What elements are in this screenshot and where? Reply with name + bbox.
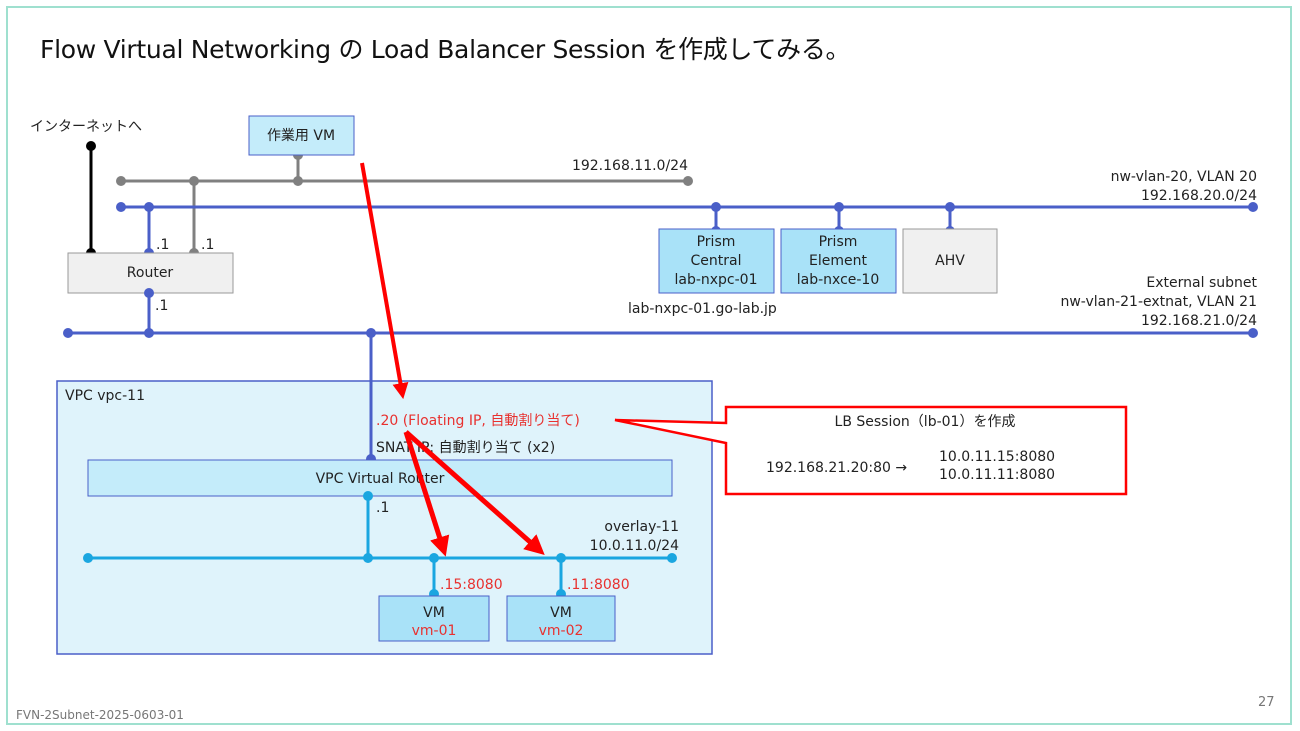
host-line: AHV (935, 253, 965, 269)
lb-callout-source: 192.168.21.20:80 → (766, 460, 907, 476)
host-line: Central (691, 253, 742, 269)
lb-callout-target: 10.0.11.15:8080 (939, 449, 1055, 465)
overlay-network-subnet: 10.0.11.0/24 (590, 538, 679, 554)
lb-callout-target: 10.0.11.11:8080 (939, 467, 1055, 483)
vm-name: vm-01 (412, 623, 457, 639)
work-vm-box[interactable] (248, 115, 355, 156)
host-prism-central[interactable]: Prism Central lab-nxpc-01 (658, 228, 775, 294)
vm-box-vm-01[interactable]: VM vm-01 (378, 595, 490, 642)
vpc-label: VPC vpc-11 (65, 388, 145, 404)
vm-ip-port: .15:8080 (440, 577, 503, 593)
vpc-virtual-router-box[interactable] (87, 459, 673, 497)
lb-session-callout (614, 405, 1128, 496)
overlay-network-name: overlay-11 (604, 519, 679, 535)
external-network-title: External subnet (1146, 275, 1257, 291)
vlan20-network-subnet: 192.168.20.0/24 (1141, 188, 1257, 204)
host-line: Prism (697, 234, 736, 250)
vm-type: VM (423, 605, 445, 621)
overlay-network-line (83, 491, 677, 599)
footer-document-id: FVN-2Subnet-2025-0603-01 (16, 708, 184, 722)
floating-ip-label: .20 (Floating IP, 自動割り当て) (376, 412, 580, 429)
host-ahv[interactable]: AHV (902, 228, 998, 294)
traffic-arrow-fip-to-vm-01 (403, 431, 450, 557)
internet-label: インターネットへ (30, 119, 142, 135)
vlan20-network-name: nw-vlan-20, VLAN 20 (1111, 169, 1257, 185)
mgmt-network-subnet: 192.168.11.0/24 (572, 158, 688, 174)
host-line: Prism (819, 234, 858, 250)
router-ip-mgmt: .1 (201, 237, 214, 253)
vpc-virtual-router-ip: .1 (376, 500, 389, 516)
router-ip-external: .1 (155, 298, 168, 314)
vm-type: VM (550, 605, 572, 621)
prism-central-fqdn: lab-nxpc-01.go-lab.jp (628, 301, 777, 317)
page-number: 27 (1258, 695, 1275, 710)
router-box[interactable] (67, 252, 234, 294)
slide-title: Flow Virtual Networking の Load Balancer … (40, 35, 851, 64)
host-line: Element (809, 253, 867, 269)
lb-callout-title: LB Session（lb-01）を作成 (835, 414, 1016, 430)
host-line: lab-nxpc-01 (674, 272, 757, 288)
internet-uplink (86, 141, 96, 258)
host-line: lab-nxce-10 (797, 272, 880, 288)
vpc-virtual-router-label: VPC Virtual Router (316, 471, 445, 487)
host-prism-element[interactable]: Prism Element lab-nxce-10 (780, 228, 897, 294)
vm-ip-port: .11:8080 (567, 577, 630, 593)
external-network-name: nw-vlan-21-extnat, VLAN 21 (1060, 294, 1257, 310)
vm-name: vm-02 (539, 623, 584, 639)
snat-ip-label: SNAT IP: 自動割り当て (x2) (376, 439, 555, 456)
vm-box-vm-02[interactable]: VM vm-02 (506, 595, 616, 642)
traffic-arrow-fip-to-vm-02 (404, 430, 545, 555)
work-vm-label: 作業用 VM (267, 128, 335, 144)
external-network-subnet: 192.168.21.0/24 (1141, 313, 1257, 329)
router-label: Router (127, 265, 174, 281)
router-ip-vlan20: .1 (156, 237, 169, 253)
traffic-arrow-client-to-fip (360, 162, 409, 400)
